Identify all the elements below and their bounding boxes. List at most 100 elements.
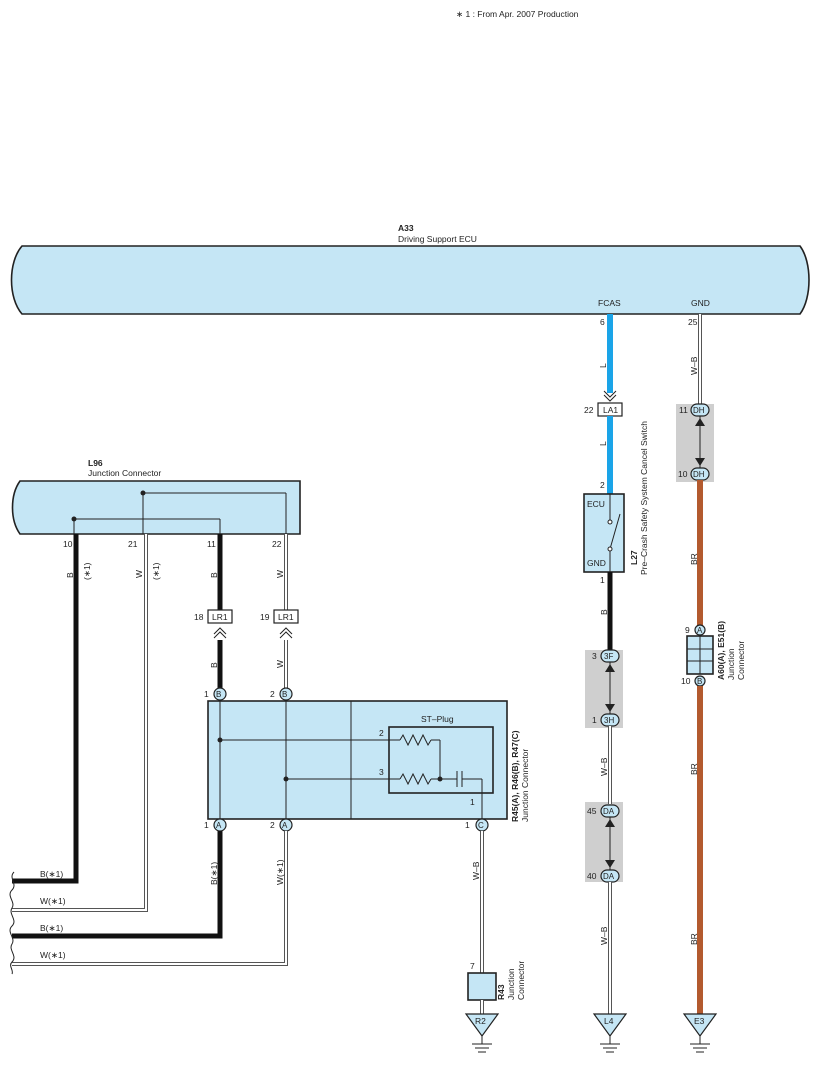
l96-name: Junction Connector (88, 468, 161, 478)
svg-text:7: 7 (470, 961, 475, 971)
a60-junction-connector: A 9 B 10 (681, 624, 714, 687)
svg-text:(∗1): (∗1) (82, 562, 92, 580)
svg-text:45: 45 (587, 806, 597, 816)
svg-text:W: W (134, 570, 144, 578)
svg-text:A: A (216, 821, 222, 830)
svg-text:1: 1 (592, 715, 597, 725)
svg-text:10: 10 (678, 469, 688, 479)
svg-text:21: 21 (128, 539, 138, 549)
svg-text:B: B (209, 662, 219, 668)
resistor-icon (389, 733, 457, 786)
l27-name: Pre–Crash Safety System Cancel Switch (639, 421, 649, 575)
svg-text:DH: DH (693, 406, 705, 415)
svg-text:E3: E3 (694, 1016, 705, 1026)
svg-text:(∗1): (∗1) (151, 562, 161, 580)
svg-text:R2: R2 (475, 1016, 486, 1026)
svg-text:3H: 3H (604, 716, 614, 725)
svg-text:C: C (478, 821, 484, 830)
svg-text:1: 1 (470, 797, 475, 807)
svg-text:11: 11 (207, 539, 216, 549)
svg-text:W: W (275, 570, 285, 578)
svg-text:B: B (599, 609, 609, 615)
svg-text:B: B (216, 690, 221, 699)
svg-text:B: B (65, 572, 75, 578)
r45-internal-lines (217, 701, 390, 819)
svg-text:Junction: Junction (506, 968, 516, 1000)
ecu-a33-box (10, 245, 810, 315)
svg-text:W(∗1): W(∗1) (40, 950, 66, 960)
l27-code: L27 (629, 550, 639, 565)
r45-bottom-pins: A 1 A 2 C 1 (204, 818, 489, 832)
dh-bot-connector: DH 10 (678, 467, 710, 481)
svg-text:L4: L4 (604, 1016, 614, 1026)
svg-text:2: 2 (379, 728, 384, 738)
svg-text:W: W (275, 660, 285, 668)
svg-text:W–B: W–B (689, 356, 699, 375)
svg-text:A: A (697, 626, 703, 635)
svg-text:BR: BR (689, 933, 699, 945)
3h-connector: 3H 1 (592, 713, 620, 727)
svg-text:10: 10 (63, 539, 73, 549)
r43-connector (467, 972, 497, 1001)
svg-text:B(∗1): B(∗1) (40, 869, 63, 879)
l27-switch-box (583, 493, 625, 573)
l96-internal-lines (71, 490, 287, 534)
lr1-connector-b: LR1 19 (260, 609, 299, 639)
svg-text:L: L (598, 441, 608, 446)
svg-text:3F: 3F (604, 652, 613, 661)
ground-e3-icon: E3 (682, 1013, 718, 1053)
svg-text:22: 22 (272, 539, 282, 549)
svg-text:2: 2 (600, 480, 605, 490)
fcas-wire: LA1 22 L L 2 (584, 314, 623, 494)
wire-break-mark (9, 871, 15, 975)
l27-gnd-label: GND (587, 558, 606, 568)
svg-text:W–B: W–B (471, 861, 481, 880)
dh-top-connector: DH 11 (679, 403, 710, 417)
da-bot-connector: DA 40 (587, 869, 620, 883)
svg-text:W(∗1): W(∗1) (40, 896, 66, 906)
svg-text:Junction: Junction (726, 648, 736, 680)
r45-name: Junction Connector (520, 749, 530, 822)
ecu-name: Driving Support ECU (398, 234, 477, 244)
svg-text:LR1: LR1 (212, 612, 228, 622)
svg-text:L: L (598, 363, 608, 368)
svg-text:A: A (282, 821, 288, 830)
svg-text:DA: DA (603, 807, 615, 816)
svg-text:LA1: LA1 (603, 405, 618, 415)
svg-text:18: 18 (194, 612, 204, 622)
svg-text:2: 2 (270, 689, 275, 699)
l96-box (11, 480, 301, 535)
svg-text:B(∗1): B(∗1) (40, 923, 63, 933)
svg-text:1: 1 (204, 820, 209, 830)
svg-text:3: 3 (592, 651, 597, 661)
svg-text:2: 2 (270, 820, 275, 830)
svg-text:9: 9 (685, 625, 690, 635)
svg-text:11: 11 (679, 405, 688, 415)
svg-text:Connector: Connector (736, 641, 746, 680)
svg-text:40: 40 (587, 871, 597, 881)
svg-text:B: B (282, 690, 287, 699)
svg-text:W(∗1): W(∗1) (275, 859, 285, 885)
svg-text:10: 10 (681, 676, 691, 686)
svg-text:1: 1 (465, 820, 470, 830)
svg-text:B: B (209, 572, 219, 578)
st-plug-box (388, 726, 494, 794)
r45-code: R45(A), R46(B), R47(C) (510, 730, 520, 822)
ecu-pin-gnd: GND (691, 298, 710, 308)
ecu-pin-6: 6 (600, 317, 605, 327)
r43-code: R43 (496, 984, 506, 1000)
svg-text:BR: BR (689, 763, 699, 775)
svg-text:W–B: W–B (599, 757, 609, 776)
l96-code: L96 (88, 458, 103, 468)
production-note: ∗ 1 : From Apr. 2007 Production (456, 9, 579, 19)
la1-pin: 22 (584, 405, 594, 415)
ecu-code: A33 (398, 223, 414, 233)
svg-text:Connector: Connector (516, 961, 526, 1000)
svg-text:1: 1 (600, 575, 605, 585)
switch-contact-icon (607, 494, 621, 572)
lr1-connector-a: LR1 18 (194, 609, 233, 639)
svg-text:DA: DA (603, 872, 615, 881)
svg-text:LR1: LR1 (278, 612, 294, 622)
da-top-connector: DA 45 (587, 804, 620, 818)
